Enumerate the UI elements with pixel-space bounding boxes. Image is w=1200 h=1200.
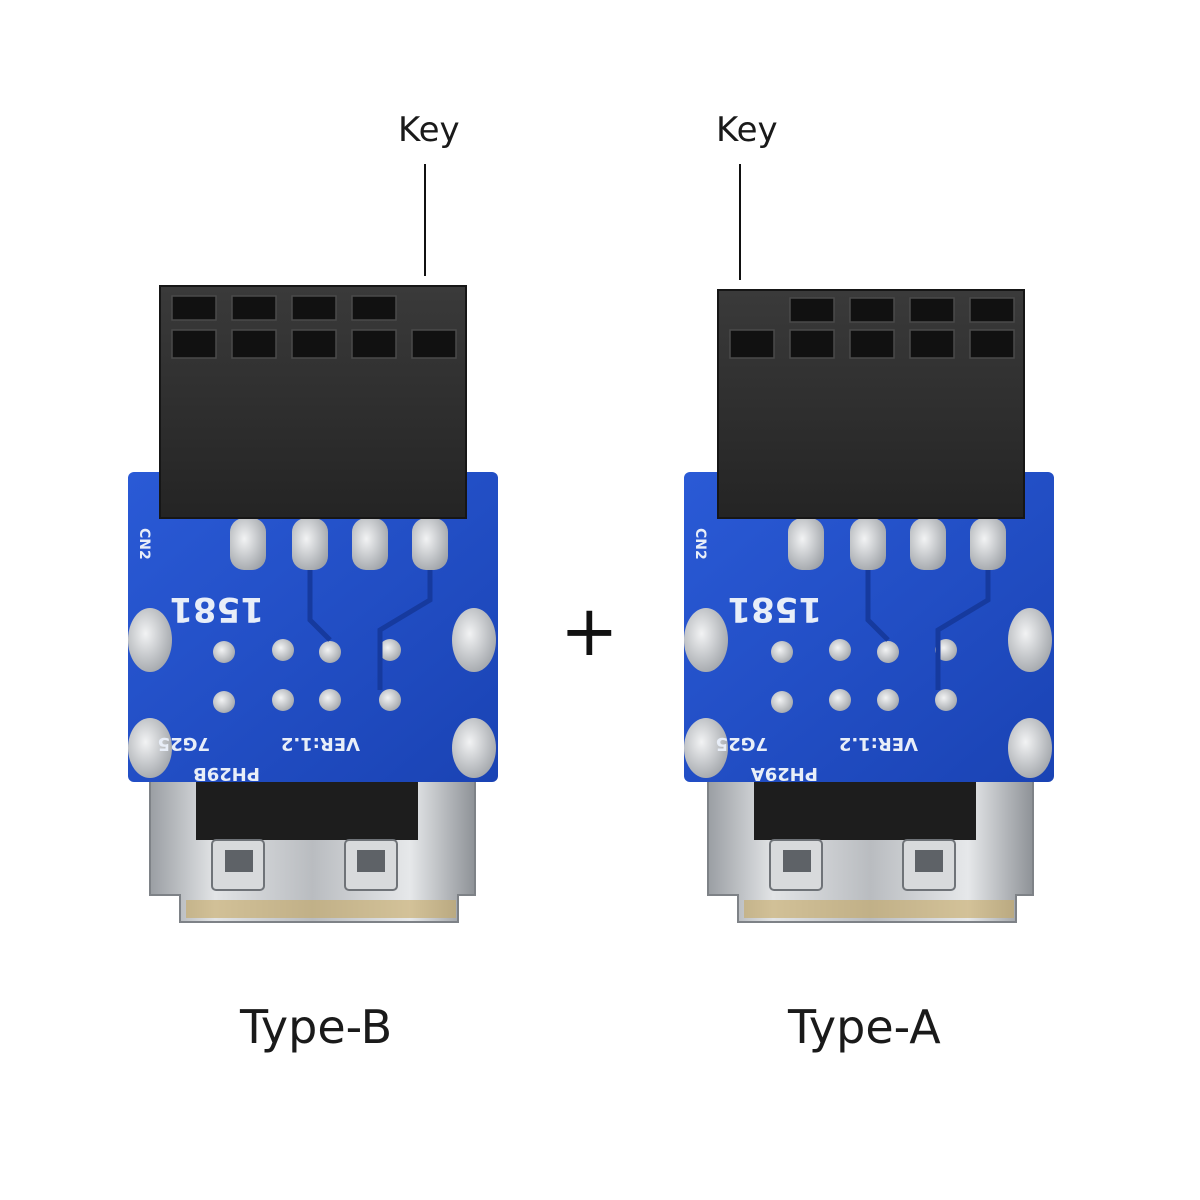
silk-model-left: PH29B [193, 763, 260, 784]
usb-insulator-right [754, 778, 976, 840]
board-left: CN2 1581 VER:1.2 7G25 PH29B [128, 285, 498, 923]
silk-cn-right: CN2 [692, 528, 708, 560]
silk-code-left: 1581 [169, 589, 264, 629]
silk-date-left: 7G25 [158, 733, 210, 754]
silk-code-right: 1581 [727, 589, 822, 629]
silk-version-right: VER:1.2 [839, 733, 918, 754]
usb-insulator-left [196, 778, 418, 840]
silk-date-right: 7G25 [716, 733, 768, 754]
pin-header-left [159, 285, 467, 519]
board-right: CN2 1581 VER:1.2 7G25 PH29A [684, 289, 1054, 923]
silk-cn-left: CN2 [136, 528, 152, 560]
key-leader-left [424, 164, 426, 276]
key-leader-right [739, 164, 741, 280]
pin-header-right [717, 289, 1025, 519]
plus-sign: + [560, 590, 619, 672]
key-label-right: Key [716, 110, 778, 150]
silk-model-right: PH29A [751, 763, 818, 784]
silk-version-left: VER:1.2 [281, 733, 360, 754]
type-label-right: Type-A [788, 1000, 941, 1054]
key-label-left: Key [398, 110, 460, 150]
type-label-left: Type-B [240, 1000, 393, 1054]
